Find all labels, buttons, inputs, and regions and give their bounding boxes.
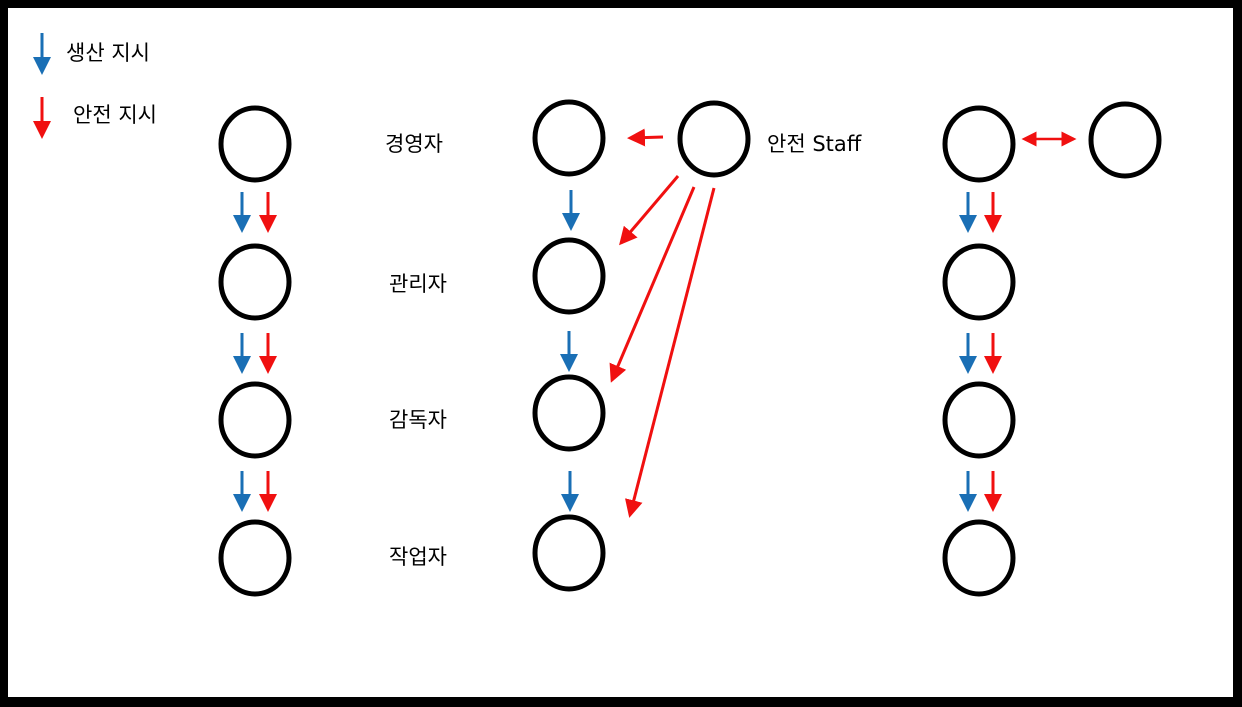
middle-node-supervisor: [532, 374, 606, 452]
staff-to-supervisor-arrow: [609, 186, 696, 383]
role-executive-label: 경영자: [385, 132, 443, 156]
left-node-supervisor: [218, 381, 292, 459]
middle-node-executive: [532, 99, 606, 177]
right-node-worker: [942, 519, 1016, 597]
right-node-safety-staff: [1088, 101, 1162, 179]
left-node-worker: [218, 519, 292, 597]
right-vertical-arrows: [959, 192, 1002, 512]
left-arrows: [233, 192, 277, 512]
middle-node-safety-staff: [677, 100, 751, 178]
middle-node-worker: [532, 514, 606, 592]
role-manager-label: 관리자: [389, 272, 447, 296]
middle-column: [532, 99, 751, 592]
left-node-manager: [218, 243, 292, 321]
left-column: [218, 105, 292, 597]
role-worker-label: 작업자: [389, 545, 447, 569]
diagram-canvas: [8, 8, 1233, 697]
role-labels: 경영자 관리자 감독자 작업자: [385, 132, 447, 569]
left-node-executive: [218, 105, 292, 183]
right-node-supervisor: [942, 381, 1016, 459]
role-supervisor-label: 감독자: [389, 408, 447, 432]
right-node-manager: [942, 243, 1016, 321]
legend-production-label: 생산 지시: [66, 41, 150, 65]
right-node-executive: [942, 105, 1016, 183]
legend: 생산 지시 안전 지시: [33, 33, 157, 139]
middle-arrows: [560, 128, 716, 518]
middle-node-manager: [532, 237, 606, 315]
safety-staff-label: 안전 Staff: [767, 132, 862, 156]
staff-to-worker-arrow: [625, 187, 716, 518]
right-column: [942, 101, 1162, 597]
staff-to-manager-arrow: [619, 175, 680, 246]
legend-safety-label: 안전 지시: [73, 103, 157, 127]
staff-to-executive-arrow: [627, 128, 664, 147]
